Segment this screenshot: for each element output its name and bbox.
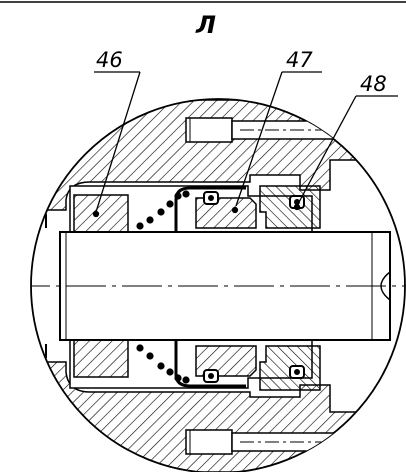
seal-ring-47-top bbox=[195, 197, 257, 229]
callout-46: 46 bbox=[96, 48, 123, 72]
ring-46-bottom bbox=[73, 339, 129, 378]
leader-48 bbox=[293, 95, 398, 211]
shaft-end-notch bbox=[380, 271, 391, 301]
retainer-bottom bbox=[174, 340, 246, 388]
callout-48: 48 bbox=[360, 72, 387, 96]
seal-ring-47-bottom bbox=[195, 345, 257, 377]
callout-47: 47 bbox=[286, 48, 313, 72]
view-label: Л bbox=[195, 11, 216, 39]
section-content bbox=[31, 99, 405, 472]
retainer-top bbox=[174, 186, 246, 232]
leader-46 bbox=[92, 71, 141, 218]
ring-46-top bbox=[73, 194, 129, 233]
bolt-top bbox=[185, 117, 405, 143]
leader-47 bbox=[231, 71, 322, 214]
bolt-bottom bbox=[185, 429, 405, 455]
